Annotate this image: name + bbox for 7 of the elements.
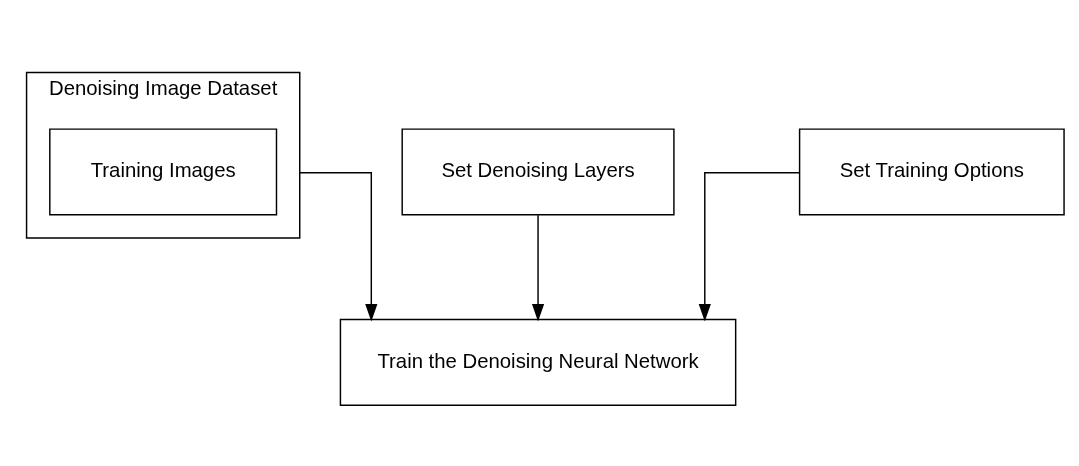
node-box: Set Training Options xyxy=(798,128,1065,216)
node-box: Set Denoising Layers xyxy=(401,128,675,216)
node-box: Train the Denoising Neural Network xyxy=(339,318,737,406)
arrow xyxy=(299,171,378,322)
arrow xyxy=(698,171,800,322)
arrow xyxy=(531,214,545,322)
node-box: Training Images xyxy=(49,128,278,216)
